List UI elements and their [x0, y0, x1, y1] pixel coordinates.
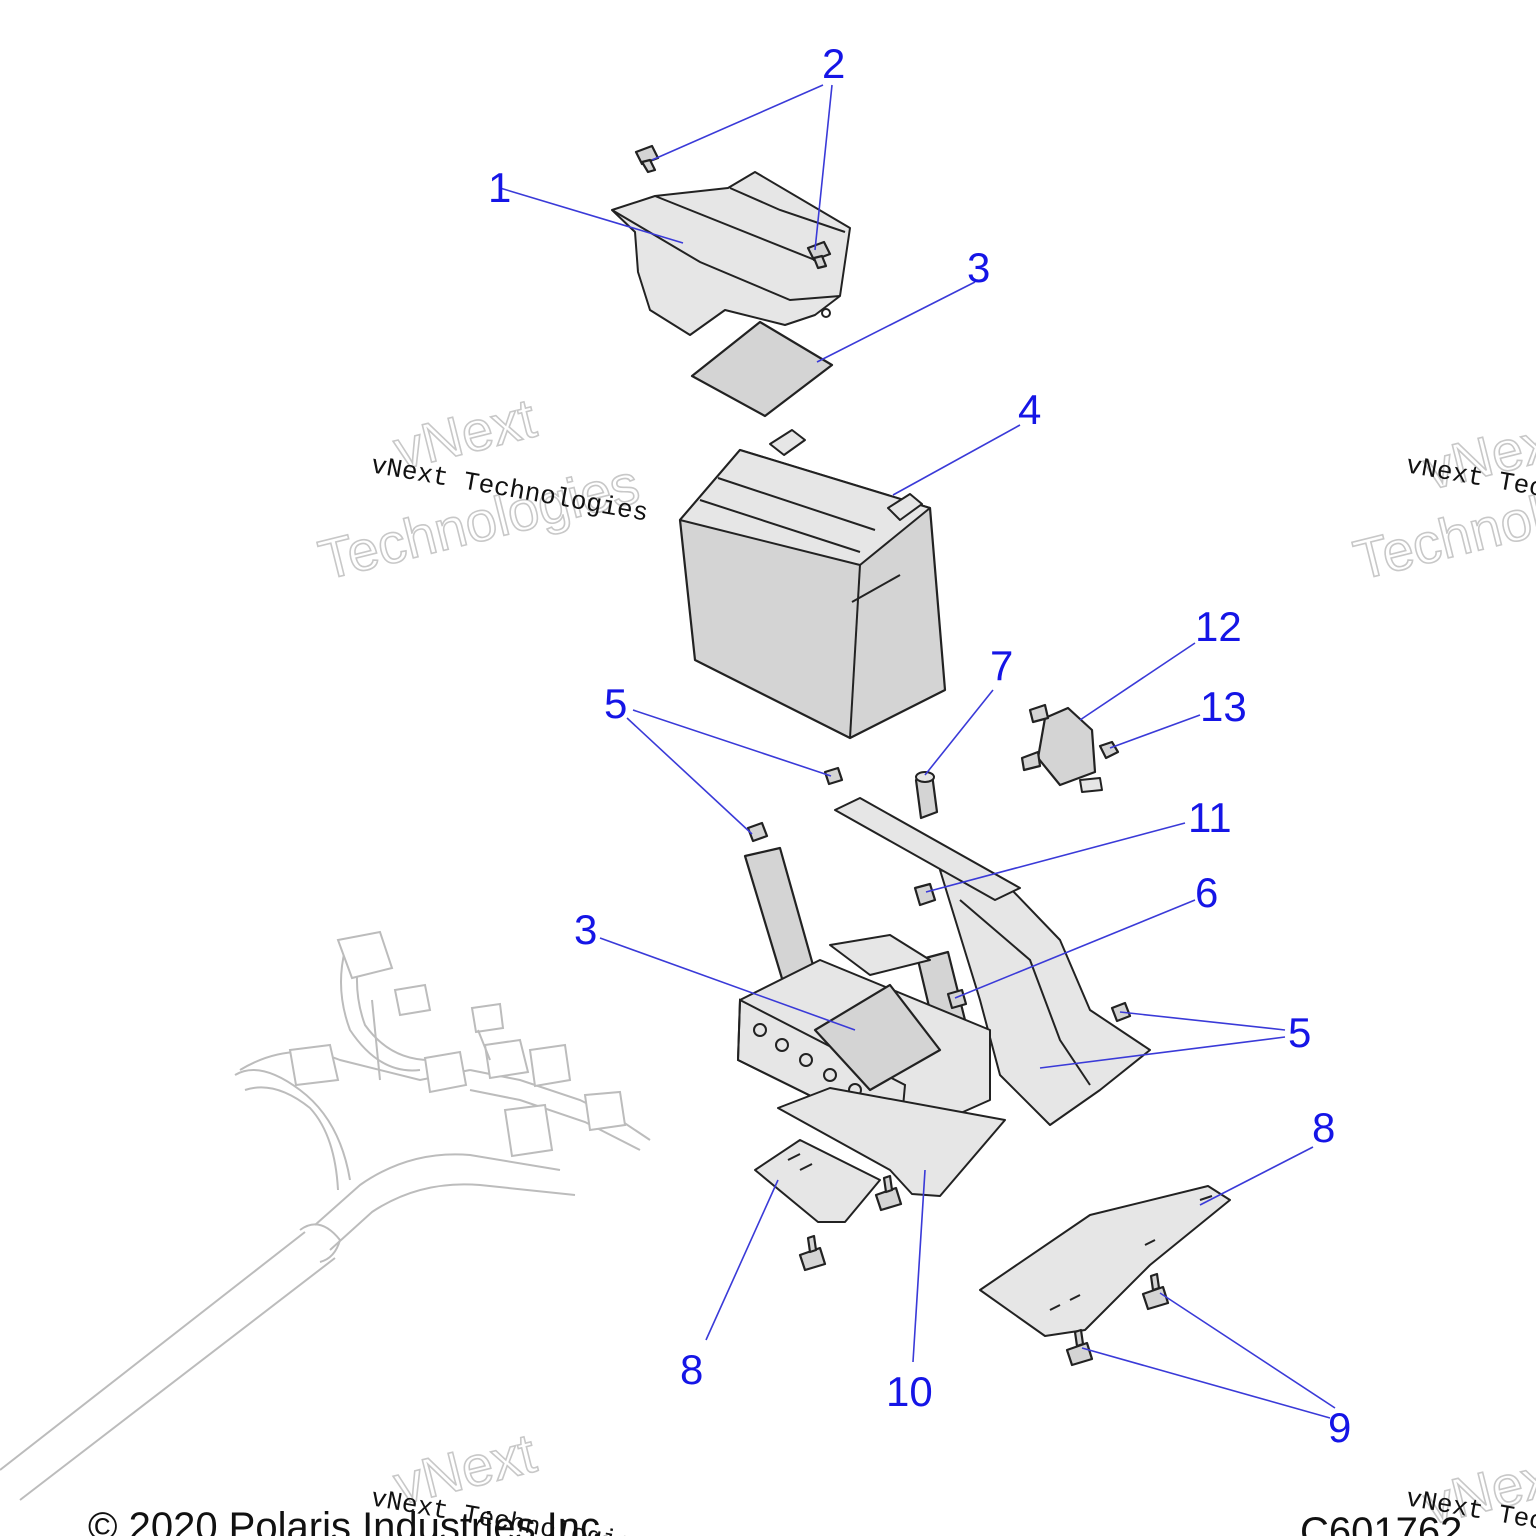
callout-12: 12	[1195, 603, 1242, 650]
starter-solenoid	[1020, 703, 1103, 793]
mount-plate-right	[979, 1185, 1231, 1337]
leader-lines	[499, 84, 1336, 1419]
callout-13: 13	[1200, 683, 1247, 730]
stud-bolt	[914, 771, 939, 820]
mount-plate-left	[754, 1139, 881, 1223]
callout-3-bottom: 3	[574, 906, 597, 953]
nut-solenoid	[1098, 740, 1120, 760]
base-plate	[777, 1087, 1006, 1197]
callout-3-top: 3	[967, 244, 990, 291]
t-bolts	[798, 1174, 1170, 1367]
copyright-text: © 2020 Polaris Industries Inc.	[88, 1505, 611, 1536]
callout-numbers: 1 2 3 4 5 7 12 13 11 6 3 5 8 8 10 9	[488, 40, 1351, 1451]
callout-10: 10	[886, 1368, 933, 1415]
battery	[678, 429, 947, 740]
callout-6: 6	[1195, 869, 1218, 916]
callout-5-left: 5	[604, 680, 627, 727]
callout-9: 9	[1328, 1404, 1351, 1451]
callout-11: 11	[1188, 794, 1232, 841]
watermark-left: vNext Technologies vNext Technologies	[312, 385, 651, 592]
figure-code: C601762	[1300, 1510, 1462, 1536]
battery-cover	[611, 171, 851, 336]
callout-2: 2	[822, 40, 845, 87]
wiring-harness	[0, 930, 651, 1501]
callout-4: 4	[1018, 386, 1041, 433]
callout-8-left: 8	[680, 1346, 703, 1393]
battery-pad-top	[690, 320, 834, 418]
callout-5-right: 5	[1288, 1009, 1311, 1056]
callout-7: 7	[990, 642, 1013, 689]
watermark-right: vNext Technologies vNext Technologies	[1347, 405, 1536, 592]
footer: © 2020 Polaris Industries Inc. C601762	[88, 1505, 1462, 1536]
callout-8-right: 8	[1312, 1104, 1335, 1151]
callout-1: 1	[488, 164, 511, 211]
battery-pad-bottom	[813, 983, 942, 1092]
